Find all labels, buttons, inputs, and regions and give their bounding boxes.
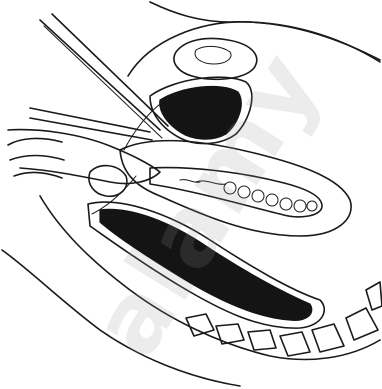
abdominal-wall-contour [150,2,380,60]
rectum-content [100,209,312,320]
bladder-content [160,86,241,139]
pubic-bone-inner [195,46,231,64]
packing-coils [180,180,317,212]
uterine-cavity [150,168,322,217]
pubic-bone [174,39,257,80]
forceps-instrument [30,14,168,140]
